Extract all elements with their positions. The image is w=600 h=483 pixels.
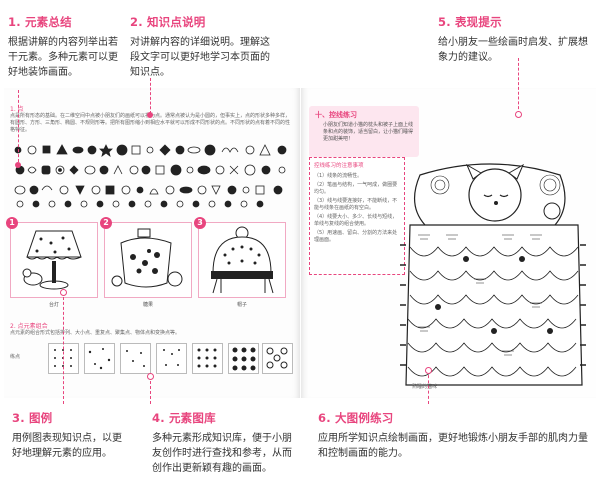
connector-dot	[515, 111, 522, 118]
annotation-body: 根据讲解的内容列举出若干元素。多种元素可以更好地装饰画面。	[8, 37, 118, 78]
example-picture-candy: 2 糖果	[100, 217, 192, 308]
annotation-4: 4. 元素图库 多种元素形成知识库，便于小朋友创作时进行查找和参考，从而创作出更…	[152, 410, 294, 476]
practice-text: 小朋友们知道小猫的枕头和被子上面上线条和点的装饰，适当留白，让小猫们睡得更加甜美…	[323, 122, 414, 142]
connector-line-1	[18, 90, 19, 162]
connector-dot	[60, 289, 67, 296]
dot-element-gallery	[14, 144, 287, 208]
annotation-body: 对讲解内容的详细说明。理解这段文字可以更好地学习本页面的知识点。	[130, 37, 270, 78]
annotation-2: 2. 知识点说明 对讲解内容的详细说明。理解这段文字可以更好地学习本页面的知识点…	[130, 14, 278, 80]
dot-practice-box	[156, 343, 187, 374]
annotation-5: 5. 表现提示 给小朋友一些绘画时启发、扩展想象力的建议。	[438, 14, 588, 65]
annotation-title: 4. 元素图库	[152, 411, 216, 425]
connector-line-3	[63, 292, 64, 404]
annotation-title: 1. 元素总结	[8, 15, 72, 29]
dot-practice-box	[192, 343, 223, 374]
annotation-body: 应用所学知识点绘制画面，更好地锻炼小朋友手部的肌肉力量和控制画面的能力。	[318, 433, 588, 459]
dot-practice-box	[120, 343, 151, 374]
dot-section-text: 点元素的组合形式包括排列、大小点、重复点、聚集点、物体点和变换点等。	[10, 330, 181, 336]
annotation-title: 3. 图例	[12, 411, 53, 425]
dot-section-label: 2. 点元素组合	[10, 323, 48, 330]
dot-practice-box	[84, 343, 115, 374]
guide-title: 控线练习的注意事项	[314, 163, 364, 169]
picture-label: 台灯	[49, 302, 60, 308]
connector-dot	[147, 373, 154, 380]
annotation-title: 6. 大图例练习	[318, 411, 394, 425]
connector-dot	[147, 112, 153, 118]
dot-practice-box	[228, 343, 259, 374]
annotation-body: 用例图表现知识点，以更好地理解元素的应用。	[12, 433, 122, 459]
picture-label: 帽子	[237, 302, 248, 308]
guide-item: （5）用速画、留白、分割的方法来处理画面。	[314, 230, 398, 243]
picture-number-badge: 2	[100, 217, 112, 229]
picture-label: 糖果	[143, 302, 154, 308]
practice-box: 十、控线练习 小朋友们知道小猫的枕头和被子上面上线条和点的装饰，适当留白，让小猫…	[309, 106, 419, 157]
annotation-3: 3. 图例 用例图表现知识点，以更好地理解元素的应用。	[12, 410, 130, 461]
annotation-6: 6. 大图例练习 应用所学知识点绘制画面，更好地锻炼小朋友手部的肌肉力量和控制画…	[318, 410, 590, 461]
picture-number-badge: 3	[194, 217, 206, 229]
left-page: 1. 点 点是所有形态的基础。在二维空间中点被小朋友们的画纸可以视为点。通常点被…	[4, 88, 300, 398]
connector-line-4	[150, 376, 151, 404]
dot-row-label: 练点	[10, 354, 21, 360]
connector-line-5	[518, 58, 519, 114]
example-picture-lamp: 1 台灯	[6, 217, 98, 308]
annotation-body: 给小朋友一些绘画时启发、扩展想象力的建议。	[438, 37, 588, 63]
illustration-caption: 熟睡的猫咪	[412, 384, 438, 390]
guide-item: （4）线要大小、多少、长线与短线，单线与复线的组合使用。	[314, 214, 398, 227]
guide-item: （2）笔画与结构，一气呵成，做圈要均匀。	[314, 182, 398, 195]
lamp-drawing	[22, 230, 82, 290]
connector-dot	[425, 367, 432, 374]
guide-item: （3）线与线要连接好，不能断线，不能与线条在画纸的有空白。	[314, 198, 398, 211]
candy-drawing	[111, 228, 183, 288]
hat-drawing	[211, 226, 274, 294]
picture-number-badge: 1	[6, 217, 18, 229]
connector-line-6	[428, 370, 429, 404]
practice-title: 十、控线练习	[315, 111, 357, 119]
connector-line-2	[150, 78, 151, 114]
guide-item: （1）线条的流畅性。	[314, 173, 363, 179]
example-picture-hat: 3 帽子	[194, 217, 286, 308]
section-label: 1. 点	[10, 106, 24, 113]
guide-box: 控线练习的注意事项 （1）线条的流畅性。 （2）笔画与结构，一气呵成，做圈要均匀…	[309, 157, 405, 275]
annotation-body: 多种元素形成知识库，便于小朋友创作时进行查找和参考，从而创作出更新颖有趣的画面。	[152, 433, 292, 474]
annotation-title: 2. 知识点说明	[130, 15, 206, 29]
dot-practice-box	[262, 343, 293, 374]
sleeping-cat-illustration	[400, 163, 586, 386]
annotation-title: 5. 表现提示	[438, 15, 502, 29]
connector-dot	[15, 162, 21, 168]
annotation-1: 1. 元素总结 根据讲解的内容列举出若干元素。多种元素可以更好地装饰画面。	[8, 14, 118, 80]
